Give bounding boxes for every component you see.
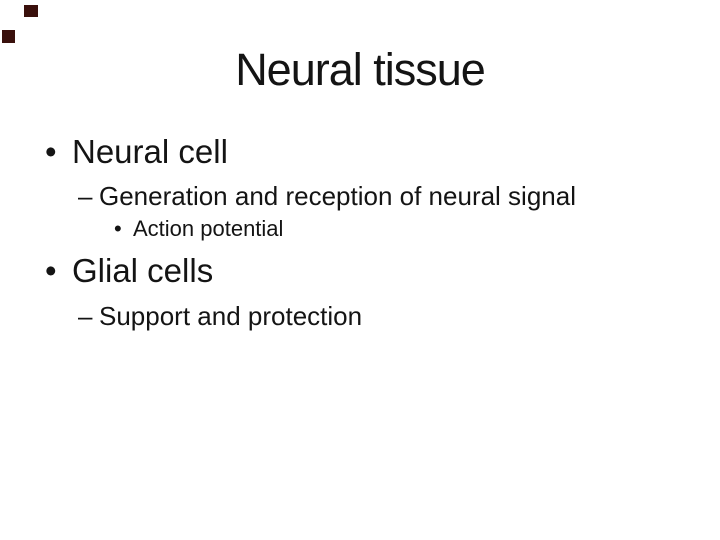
slide-title: Neural tissue (235, 44, 486, 95)
bullet-item-glial-cells: • Glial cells (45, 254, 213, 287)
artifact-square-icon (24, 5, 38, 17)
sub-sub-bullet-item-action-potential: • Action potential (114, 218, 283, 240)
bullet-text: Support and protection (99, 301, 363, 331)
artifact-square-icon (2, 30, 15, 43)
bullet-text: Glial cells (72, 252, 214, 289)
dash-icon: – (78, 301, 93, 331)
sub-bullet-item-support: –Support and protection (78, 303, 362, 329)
bullet-text: Neural cell (72, 133, 228, 170)
bullet-item-neural-cell: • Neural cell (45, 135, 228, 168)
bullet-dot-icon: • (45, 133, 57, 170)
dash-icon: – (78, 181, 93, 211)
bullet-text: Action potential (133, 216, 284, 241)
bullet-dot-icon: • (114, 216, 122, 241)
bullet-text: Generation and reception of neural signa… (99, 181, 576, 211)
bullet-dot-icon: • (45, 252, 57, 289)
sub-bullet-item-generation: –Generation and reception of neural sign… (78, 183, 576, 209)
